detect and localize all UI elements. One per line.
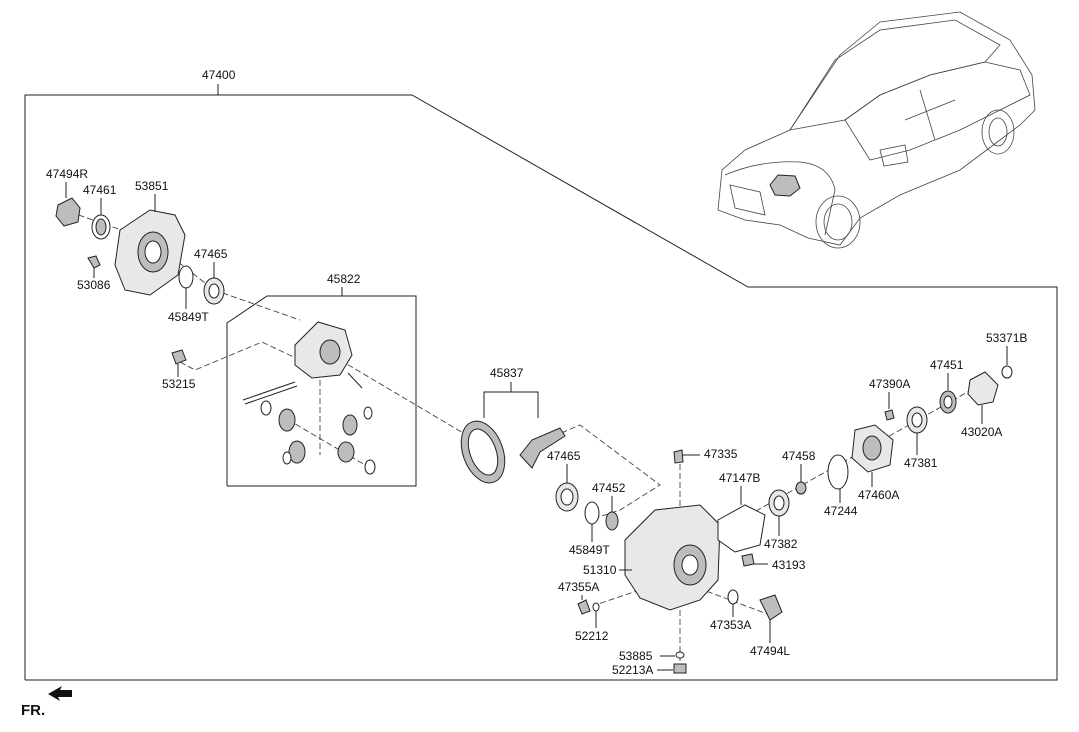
pinion-gear (342, 414, 358, 436)
front-arrow-icon (48, 686, 72, 701)
label-43193: 43193 (772, 558, 806, 572)
label-52212: 52212 (575, 629, 609, 643)
label-45822: 45822 (327, 272, 361, 286)
ring-pinion-gear-set: 45837 (460, 366, 566, 484)
label-45849T-left: 45849T (168, 310, 209, 324)
plug-47355A (577, 599, 591, 615)
shim-45849T-left (178, 265, 194, 289)
label-53371B: 53371B (986, 331, 1027, 345)
vehicle-illustration (717, 11, 1036, 249)
label-47458: 47458 (782, 449, 816, 463)
gasket-47147B (717, 504, 766, 553)
label-47465-left: 47465 (194, 247, 228, 261)
assembly-outline: 47400 (24, 68, 1058, 681)
side-gear (278, 408, 296, 432)
spacer-47452 (605, 511, 619, 531)
label-53885: 53885 (619, 649, 653, 663)
label-47494L: 47494L (750, 644, 790, 658)
carrier-housing-group (577, 449, 849, 674)
flange-43020A (967, 371, 999, 406)
washer-53885 (675, 651, 685, 659)
label-53086: 53086 (77, 278, 111, 292)
companion-flange-group (851, 365, 1013, 473)
bolt-53086 (87, 255, 101, 269)
label-47381: 47381 (904, 456, 938, 470)
label-45837: 45837 (490, 366, 524, 380)
label-45849T-right: 45849T (569, 543, 610, 557)
label-47465-right: 47465 (547, 449, 581, 463)
o-ring-47244 (827, 454, 849, 490)
part-labels: 47494R 47461 53851 53086 47465 45849T 53… (46, 167, 1027, 677)
breather-47335 (673, 449, 684, 464)
differential-internals (242, 321, 376, 475)
pinion-drive-gear (519, 427, 566, 469)
label-53851: 53851 (135, 179, 169, 193)
label-47400: 47400 (202, 68, 236, 82)
front-label: FR. (21, 702, 45, 719)
label-47390A: 47390A (869, 377, 910, 391)
label-47461: 47461 (83, 183, 117, 197)
label-43020A: 43020A (961, 425, 1002, 439)
shim-45849T-right (584, 501, 600, 525)
differential-case-box: 45822 (226, 272, 417, 487)
label-47147B: 47147B (719, 471, 760, 485)
carrier-housing-51310 (624, 504, 721, 611)
bolt-47390A (884, 409, 895, 421)
oil-seal-47494R (55, 197, 81, 227)
o-ring-47353A (727, 589, 739, 605)
label-47494R: 47494R (46, 167, 88, 181)
nut-53371B (1001, 365, 1013, 379)
plug-43193 (741, 553, 755, 567)
label-47451: 47451 (930, 358, 964, 372)
label-47355A: 47355A (558, 580, 599, 594)
differential-location-marker (769, 174, 801, 197)
pinion-shaft (242, 381, 296, 401)
label-47460A: 47460A (858, 488, 899, 502)
plug-53215 (171, 349, 187, 365)
oil-seal-47494L (759, 594, 783, 621)
seal-47458 (795, 481, 807, 495)
left-cover-group (55, 197, 225, 365)
label-51310: 51310 (583, 563, 617, 577)
gasket-52212 (592, 602, 600, 612)
pinion-bearing-group (555, 482, 619, 531)
label-52213A: 52213A (612, 663, 653, 677)
label-53215: 53215 (162, 377, 196, 391)
label-47244: 47244 (824, 504, 858, 518)
label-47335: 47335 (704, 447, 738, 461)
assembly-axis-lines (69, 211, 981, 665)
label-47353A: 47353A (710, 618, 751, 632)
front-direction-indicator: FR. (21, 686, 72, 719)
label-47452: 47452 (592, 481, 626, 495)
plug-52213A (673, 663, 687, 674)
label-47382: 47382 (764, 537, 798, 551)
